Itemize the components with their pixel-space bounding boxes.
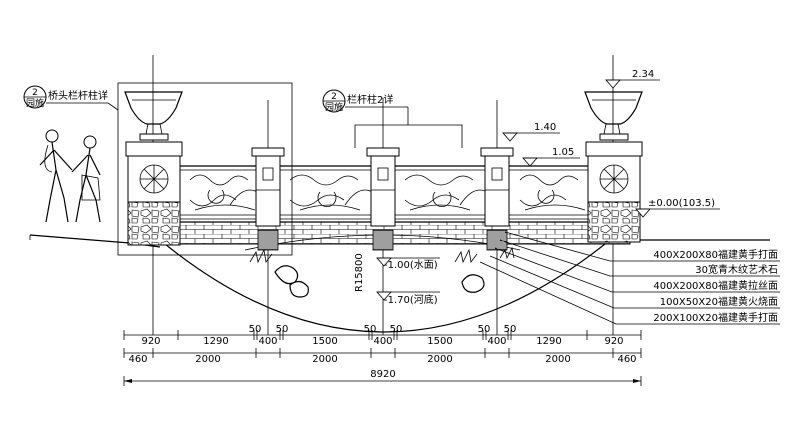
svg-text:8920: 8920: [370, 369, 395, 380]
svg-text:1.05: 1.05: [552, 147, 574, 158]
radius-label: R15800: [354, 253, 365, 292]
people-figures: [39, 129, 101, 223]
svg-text:1290: 1290: [203, 336, 228, 347]
callout-left-symbol-bottom: 园施: [26, 97, 44, 109]
column-3: [480, 147, 514, 227]
railing-columns: [251, 147, 514, 251]
svg-text:1290: 1290: [536, 336, 561, 347]
callout-left-text: 桥头栏杆柱详: [48, 89, 108, 102]
svg-text:460: 460: [128, 354, 147, 365]
material-label-1: 400X200X80福建黄手打面: [653, 248, 778, 261]
svg-text:1.40: 1.40: [534, 122, 556, 133]
svg-text:400: 400: [487, 336, 506, 347]
callout-left-symbol-top: 2: [32, 88, 38, 98]
svg-text:2000: 2000: [427, 354, 452, 365]
svg-text:50: 50: [390, 324, 403, 335]
callout-mid-symbol-top: 2: [331, 92, 337, 102]
material-label-4: 100X50X20福建黄火烧面: [660, 295, 778, 308]
rocks-plants: [249, 246, 515, 298]
dimension-row-2: 460 2000 400 2000 400 2000 400 2000 460: [123, 336, 642, 365]
svg-text:2000: 2000: [195, 354, 220, 365]
svg-text:2000: 2000: [545, 354, 570, 365]
material-label-2: 30宽青木纹艺术石: [695, 263, 778, 276]
material-label-3: 400X200X80福建黄拉丝面: [653, 279, 778, 292]
svg-text:400: 400: [258, 336, 277, 347]
svg-text:920: 920: [604, 336, 623, 347]
svg-text:50: 50: [364, 324, 377, 335]
svg-text:1500: 1500: [312, 336, 337, 347]
callout-left: 2 园施 桥头栏杆柱详: [23, 85, 119, 111]
svg-text:2000: 2000: [312, 354, 337, 365]
left-end-pier: [117, 82, 293, 256]
svg-text:460: 460: [617, 354, 636, 365]
material-leaders: [479, 231, 780, 325]
svg-text:1500: 1500: [427, 336, 452, 347]
elevation-ground: ±0.00(103.5): [635, 198, 720, 218]
svg-text:400: 400: [373, 336, 392, 347]
callout-mid-text: 栏杆柱2详: [347, 93, 393, 106]
material-label-5: 200X100X20福建黄手打面: [653, 311, 778, 324]
svg-text:50: 50: [249, 324, 262, 335]
svg-text:50: 50: [276, 324, 289, 335]
svg-text:2.34: 2.34: [632, 69, 654, 80]
svg-text:920: 920: [141, 336, 160, 347]
material-labels: 400X200X80福建黄手打面 30宽青木纹艺术石 400X200X80福建黄…: [653, 248, 778, 324]
callout-mid-symbol-bottom: 园施: [325, 101, 343, 113]
svg-text:50: 50: [504, 324, 517, 335]
elevation-rail: 1.05: [522, 147, 580, 167]
svg-text:-1.70(河底): -1.70(河底): [384, 293, 438, 306]
dimension-total: 8920: [123, 369, 642, 386]
svg-text:-1.00(水面): -1.00(水面): [384, 259, 438, 271]
dimension-row-1: 920 1290 50 50 1500 50 50 1500 50 50 129…: [123, 324, 642, 347]
svg-text:R15800: R15800: [354, 253, 365, 292]
right-end-pier: [584, 91, 643, 243]
callout-mid: 2 园施 栏杆柱2详: [322, 89, 463, 148]
elevation-mid: 1.40: [502, 122, 560, 142]
elevation-bottom: -1.70(河底): [376, 291, 440, 306]
svg-text:50: 50: [478, 324, 491, 335]
column-2: [366, 147, 400, 227]
column-1: [251, 147, 285, 227]
elevation-top: 2.34: [605, 69, 660, 89]
svg-text:±0.00(103.5): ±0.00(103.5): [648, 198, 715, 209]
elevation-water: -1.00(水面): [376, 257, 440, 271]
